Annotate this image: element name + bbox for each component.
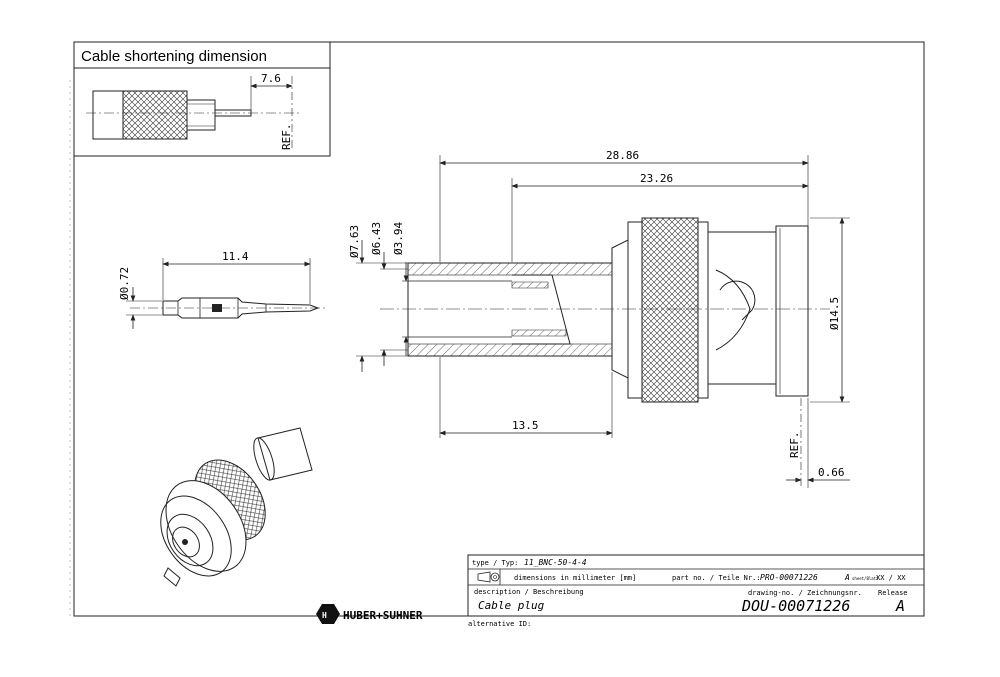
main-ref-label: REF. <box>788 432 801 459</box>
main-section-view: 28.86 23.26 13.5 Ø7.63 Ø6.43 Ø3.94 Ø14.5… <box>348 149 850 488</box>
part-label: part no. / Teile Nr.: <box>672 574 761 582</box>
type-label: type / Typ: <box>472 559 518 567</box>
offset-dim: 0.66 <box>818 466 845 479</box>
isometric-view <box>160 427 313 587</box>
drawing-no-value: DOU-00071226 <box>741 597 850 615</box>
dia-outer-dim: Ø7.63 <box>348 225 361 258</box>
revision-value: A <box>844 573 850 582</box>
sheet-value: XX / XX <box>876 574 906 582</box>
alternative-id-label: alternative ID: <box>468 620 531 628</box>
svg-text:H: H <box>322 611 327 620</box>
logo-text: HUBER+SUHNER <box>343 609 423 622</box>
title-block <box>467 554 925 617</box>
overall-length-dim: 28.86 <box>606 149 639 162</box>
description-label: description / Beschreibung <box>474 588 584 596</box>
dia-mid-dim: Ø6.43 <box>370 222 383 255</box>
units-note: dimensions in millimeter [mm] <box>514 574 636 582</box>
huber-suhner-logo: H HUBER+SUHNER <box>316 604 423 624</box>
pin-length-dim: 11.4 <box>222 250 249 263</box>
part-value: PRO-00071226 <box>760 573 818 582</box>
sheet-label: sheet/Blatt <box>852 576 879 581</box>
inset-ref-label: REF. <box>280 124 293 151</box>
inset-title: Cable shortening dimension <box>81 48 267 65</box>
body-length-dim: 23.26 <box>640 172 673 185</box>
release-value: A <box>895 597 905 615</box>
insertion-length-dim: 13.5 <box>512 419 539 432</box>
release-label: Release <box>878 589 908 597</box>
contact-pin-view: 11.4 Ø0.72 <box>118 250 325 329</box>
pin-diameter-dim: Ø0.72 <box>118 267 131 300</box>
description-value: Cable plug <box>478 599 545 612</box>
type-value: 11_BNC-50-4-4 <box>524 558 587 567</box>
inset-dimension: 7.6 <box>261 72 281 85</box>
drawing-no-label: drawing-no. / Zeichnungsnr. <box>748 589 862 597</box>
inset-cable-shortening: Cable shortening dimension 7.6 REF. <box>73 41 331 157</box>
dia-body-dim: Ø14.5 <box>828 297 841 330</box>
dia-inner-dim: Ø3.94 <box>392 222 405 255</box>
